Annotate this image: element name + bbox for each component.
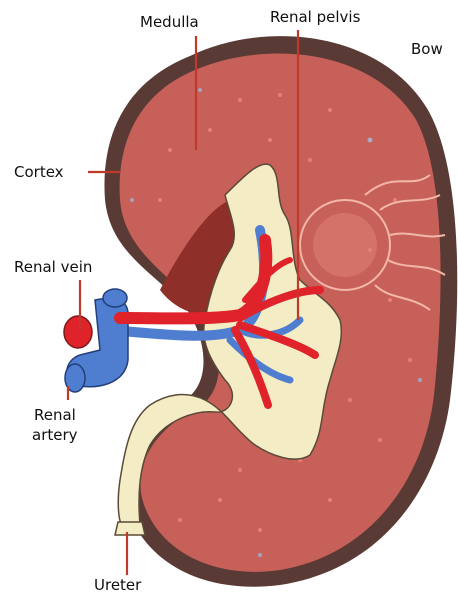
label-renal-artery-1: Renal (34, 406, 76, 424)
label-bowman: Bow (411, 40, 443, 58)
label-ureter: Ureter (94, 576, 142, 594)
label-renal-artery-2: artery (32, 426, 78, 444)
ureter-end (115, 522, 145, 535)
label-medulla: Medulla (140, 13, 199, 31)
label-cortex: Cortex (14, 163, 64, 181)
label-renal-pelvis: Renal pelvis (270, 8, 361, 26)
label-renal-vein: Renal vein (14, 258, 92, 276)
renal-artery-trunk (64, 316, 92, 348)
